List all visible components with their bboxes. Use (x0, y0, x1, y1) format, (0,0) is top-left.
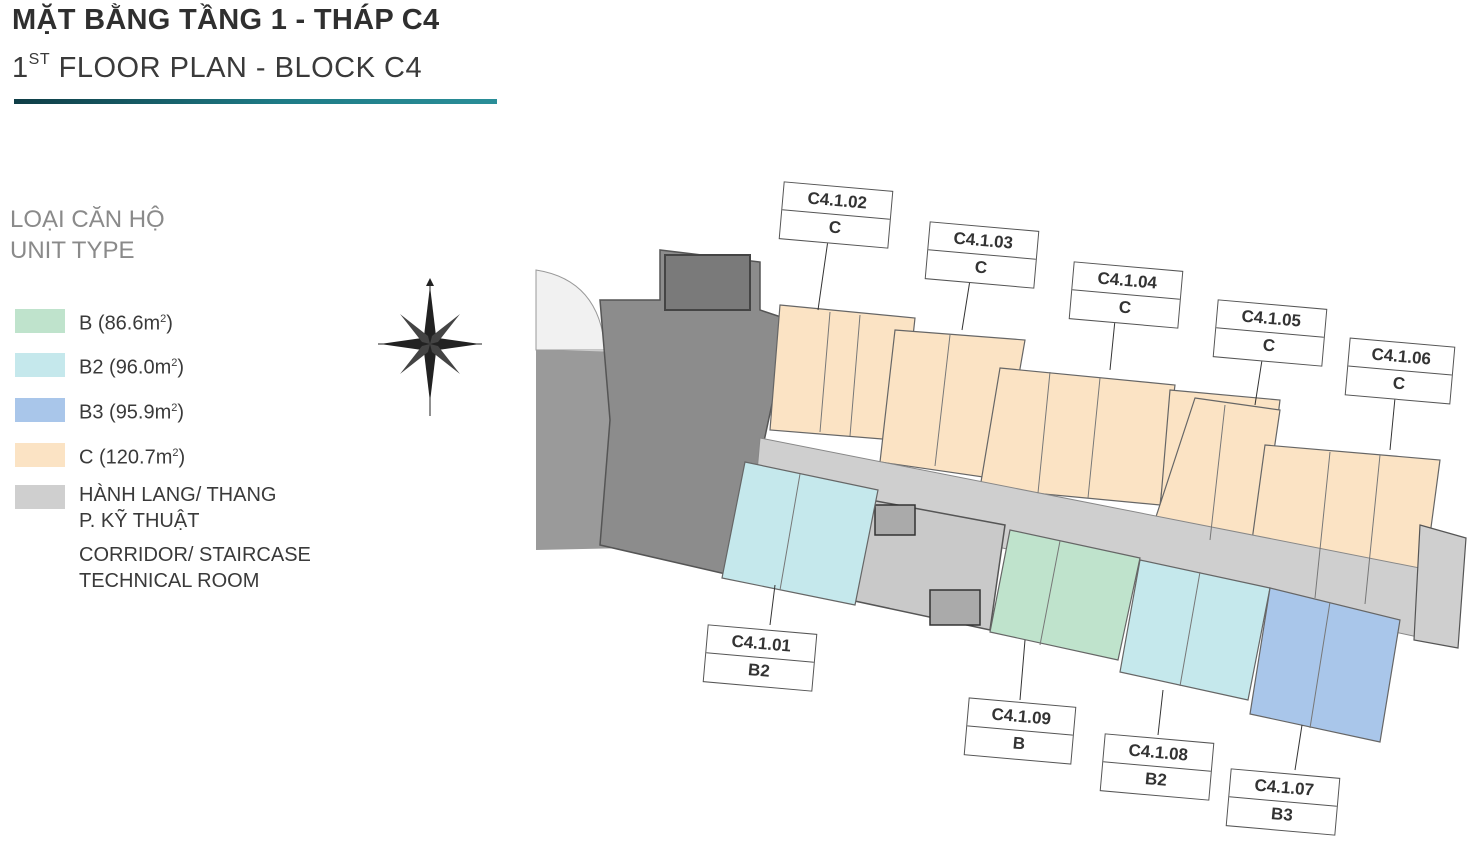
legend-item-b: B (86.6m2) (15, 306, 173, 337)
legend-area-c: 120.7 (105, 446, 156, 469)
subtitle-floor-number: 1 (12, 52, 29, 84)
legend-label-b2: B2 (79, 356, 104, 379)
legend-area-b2: 96.0 (115, 356, 155, 379)
legend-label-c: C (79, 446, 94, 469)
legend-corridor-en-1: CORRIDOR/ STAIRCASE (79, 544, 311, 566)
legend-area-unit: m (154, 401, 172, 424)
unit-label-c4-1-02: C4.1.02 C (778, 181, 894, 249)
unit-label-c4-1-08: C4.1.08 B2 (1099, 733, 1215, 801)
legend-swatch-b2 (15, 353, 65, 377)
legend-swatch-b3 (15, 398, 65, 422)
legend-item-b2: B2 (96.0m2) (15, 350, 184, 381)
legend-heading-en: UNIT TYPE (10, 237, 135, 264)
interior-walls (779, 311, 1381, 729)
lift-shaft-2 (929, 589, 981, 626)
legend-area-b3: 95.9 (115, 401, 155, 424)
legend-heading-vi: LOẠI CĂN HỘ (10, 206, 165, 233)
legend-area-sup: 2 (171, 402, 178, 414)
unit-label-c4-1-07: C4.1.07 B3 (1225, 768, 1341, 836)
unit-c4-1-07 (1249, 587, 1401, 743)
subtitle-ordinal-suffix: ST (28, 51, 51, 69)
label-leaders (769, 239, 1396, 771)
subtitle-text: FLOOR PLAN - BLOCK C4 (50, 52, 423, 84)
legend-area-b: 86.6 (104, 312, 144, 335)
legend-area-unit: m (155, 446, 173, 469)
legend-area-unit: m (154, 356, 172, 379)
legend-label-b3: B3 (79, 401, 104, 424)
unit-c4-1-09 (989, 529, 1141, 661)
legend-label-b: B (79, 312, 93, 335)
compass-rose-icon (378, 278, 482, 416)
legend-corridor-vi-1: HÀNH LANG/ THANG (79, 484, 277, 506)
unit-label-c4-1-06: C4.1.06 C (1344, 337, 1456, 405)
legend-area-sup: 2 (171, 357, 178, 369)
legend-item-c: C (120.7m2) (15, 440, 185, 471)
unit-c4-1-01 (721, 461, 879, 606)
unit-label-c4-1-03: C4.1.03 C (924, 221, 1040, 289)
unit-label-c4-1-04: C4.1.04 C (1068, 261, 1184, 329)
legend-swatch-corridor (15, 485, 65, 509)
legend-item-b3: B3 (95.9m2) (15, 395, 184, 426)
legend-corridor-en-2: TECHNICAL ROOM (79, 570, 260, 592)
legend-swatch-c (15, 443, 65, 467)
unit-c4-1-08 (1119, 559, 1271, 701)
unit-label-c4-1-01: C4.1.01 B2 (702, 624, 818, 692)
end-staircase (1413, 524, 1467, 649)
legend-swatch-b (15, 309, 65, 333)
title-underline (14, 99, 497, 104)
legend-area-sup: 2 (160, 313, 167, 325)
legend-corridor-vi-2: P. KỸ THUẬT (79, 510, 200, 532)
unit-label-c4-1-05: C4.1.05 C (1212, 299, 1328, 367)
legend-heading: LOẠI CĂN HỘ UNIT TYPE (10, 204, 165, 266)
lift-shaft (874, 504, 916, 536)
legend-area-sup: 2 (172, 447, 179, 459)
unit-label-c4-1-09: C4.1.09 B (963, 697, 1077, 765)
legend-item-corridor: HÀNH LANG/ THANG P. KỸ THUẬT CORRIDOR/ S… (15, 482, 311, 594)
plaza-dome (535, 269, 606, 351)
page-title: MẶT BẰNG TẦNG 1 - THÁP C4 (12, 4, 440, 36)
page-subtitle: 1ST FLOOR PLAN - BLOCK C4 (12, 51, 423, 85)
unit-c4-1-04 (979, 367, 1176, 506)
legend-area-unit: m (143, 312, 161, 335)
lobby-room (664, 254, 751, 311)
